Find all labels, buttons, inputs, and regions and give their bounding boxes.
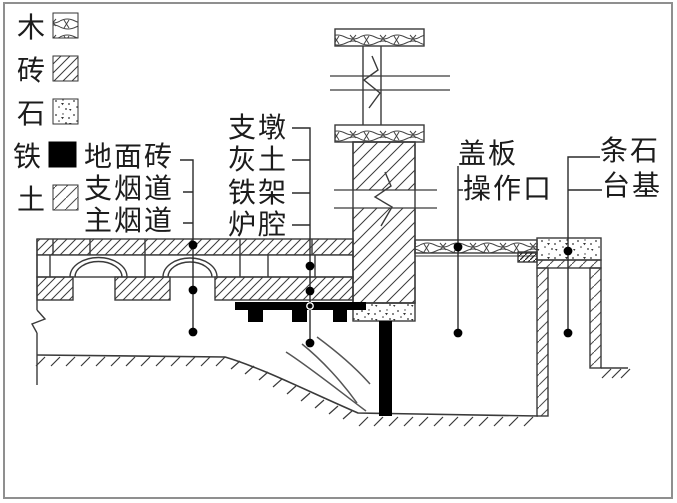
label-floor-brick: 地面砖 (84, 141, 174, 173)
floor-brick-joints (52, 239, 313, 255)
legend-swatch-brick-icon (52, 55, 79, 82)
legend-label-iron: 铁 (13, 141, 43, 173)
ground-hatch-pit-floor (358, 416, 534, 427)
ground-hatch-outside (601, 368, 631, 379)
chimney-mid-beam (334, 124, 425, 143)
pier-joints (49, 255, 316, 277)
legend-label-brick: 砖 (17, 55, 47, 87)
furnace-flame-curves (285, 336, 371, 412)
leader-left-group (180, 159, 194, 332)
plate-support-ledge (517, 251, 538, 263)
label-operation-opening: 操作口 (463, 173, 553, 205)
dot-furnace-chamber (305, 338, 315, 348)
dot-iron-frame (306, 302, 314, 310)
chimney-top-beam (334, 28, 425, 47)
ground-hatch-left (35, 356, 226, 367)
flame-curve (316, 336, 371, 385)
ground-hatch-slope (230, 360, 353, 420)
shaft-break-zigzag (362, 55, 381, 109)
legend-label-wood: 木 (17, 12, 47, 44)
flue-block (36, 276, 74, 301)
label-iron-frame: 铁架 (228, 177, 288, 209)
flame-curve (285, 351, 367, 412)
iron-frame-foot (248, 309, 263, 322)
dot-cover-plate (453, 242, 463, 252)
column-break-zigzag (373, 171, 393, 227)
legend-swatch-earth-icon (52, 184, 79, 211)
leader-lines (180, 127, 602, 343)
chimney-column (352, 141, 416, 304)
iron-fire-back-bar (379, 321, 392, 416)
left-break-edge (30, 239, 47, 385)
label-support-pier: 支墩 (228, 112, 288, 144)
legend-label-earth: 土 (17, 184, 47, 216)
platform (414, 237, 602, 417)
dot-main-flue (188, 327, 198, 337)
leader-stone-platform (567, 156, 602, 333)
platform-inner-wall (536, 267, 549, 417)
ground (35, 354, 631, 427)
label-lime-soil: 灰土 (228, 144, 288, 176)
label-furnace-chamber: 炉腔 (228, 209, 288, 241)
dot-floor-brick (188, 240, 198, 250)
shaft-break-lines (330, 75, 450, 91)
dot-branch-flue (188, 285, 198, 295)
legend-swatch-wood-icon (52, 12, 79, 39)
lime-soil-layer (214, 276, 354, 301)
legend-swatch-stone-icon (52, 98, 79, 125)
column-break-mask (334, 190, 437, 208)
chimney-shaft (362, 46, 382, 125)
dot-lime-soil (305, 286, 315, 296)
iron-frame-foot (333, 309, 347, 322)
platform-top-band (536, 259, 602, 269)
flue-arch-right (162, 257, 218, 278)
chamber-floor-line (36, 354, 539, 417)
label-strip-stone: 条石 (600, 135, 660, 167)
legend-swatch-iron-icon (48, 141, 77, 168)
platform-outer-wall (589, 267, 602, 369)
dot-operation-opening (453, 328, 463, 338)
dot-support-pier (305, 261, 315, 271)
flue-arch-left (69, 256, 128, 278)
iron-frame-plate (235, 302, 366, 310)
flue-block (114, 276, 171, 301)
annotation-labels: 地面砖 支烟道 主烟道 支墩 灰土 铁架 炉腔 盖板 操作口 条石 台基 (84, 112, 662, 241)
label-cover-plate: 盖板 (458, 138, 518, 170)
label-platform-base: 台基 (602, 170, 662, 202)
leader-dots (188, 240, 573, 348)
cover-plate-plank (414, 239, 538, 254)
flame-curve (301, 343, 358, 404)
dot-strip-stone (563, 246, 573, 256)
iron-frame (235, 302, 392, 416)
dot-platform-base (563, 328, 573, 338)
label-branch-flue: 支烟道 (84, 173, 174, 205)
iron-frame-foot (292, 309, 307, 322)
legend-label-stone: 石 (17, 99, 47, 130)
chimney (330, 28, 450, 322)
label-main-flue: 主烟道 (84, 205, 174, 237)
legend: 木 砖 石 铁 土 (13, 12, 79, 216)
leader-center-group (292, 127, 311, 343)
